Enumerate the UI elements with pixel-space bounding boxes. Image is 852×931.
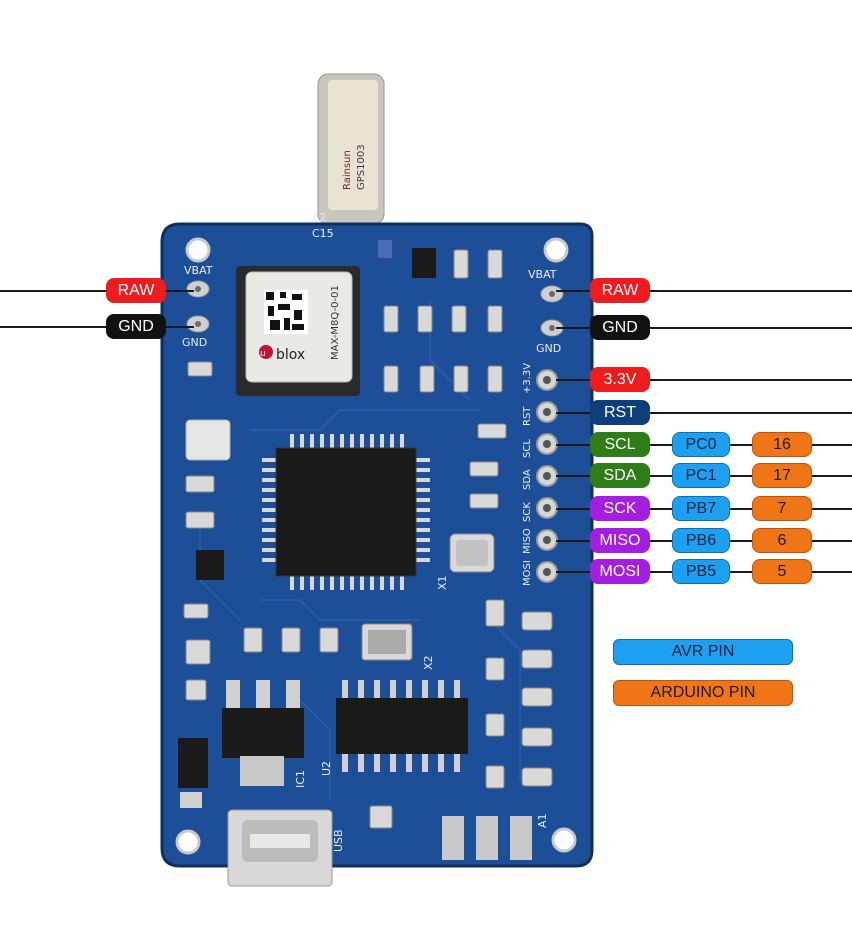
wire-left-raw [0, 290, 110, 292]
usb-connector [227, 809, 333, 887]
pressure-sensor [185, 419, 231, 461]
silk-x2: X2 [422, 655, 435, 670]
avr-pin-mosi: PB5 [672, 559, 730, 584]
legend-arduino-pin: ARDUINO PIN [613, 680, 793, 706]
silk-gnd-right: GND [536, 342, 561, 355]
right-pin-sck-label: SCK [590, 496, 650, 521]
silk-header-label: MOSI [522, 560, 533, 586]
wire-right-3v3 [556, 379, 852, 381]
module-brand: blox [276, 347, 305, 363]
arduino-pin-sda: 17 [752, 463, 812, 488]
antenna-text-1: Rainsun [342, 150, 353, 190]
arduino-pin-scl: 16 [752, 432, 812, 457]
silk-usb: USB [332, 829, 345, 852]
module-text: MAX-M8Q-0-01 [330, 285, 341, 360]
right-pin-mosi-label: MOSI [590, 559, 650, 584]
silk-header-label: SCK [522, 502, 533, 522]
silk-header-label: RST [522, 406, 533, 426]
svg-text:u: u [260, 349, 266, 359]
avr-pin-sck: PB7 [672, 496, 730, 521]
legend-avr-pin: AVR PIN [613, 639, 793, 665]
silk-a1: A1 [536, 813, 549, 828]
avr-pin-sda: PC1 [672, 463, 730, 488]
silk-vbat-right: VBAT [528, 268, 557, 281]
right-pin-sda-label: SDA [590, 463, 650, 488]
silk-header-label: SCL [522, 439, 533, 458]
silk-x1: X1 [436, 575, 449, 590]
right-pin-raw-label: RAW [590, 278, 650, 303]
silk-a2: A2 [312, 211, 327, 224]
wire-right-raw [556, 290, 852, 292]
right-pin-miso-label: MISO [590, 528, 650, 553]
silk-c15: C15 [312, 227, 334, 240]
right-pin-3v3-label: 3.3V [590, 367, 650, 392]
avr-pin-miso: PB6 [672, 528, 730, 553]
silk-header-label: MISO [522, 528, 533, 554]
antenna-text-2: GPS1003 [356, 144, 367, 190]
avr-pin-scl: PC0 [672, 432, 730, 457]
silk-header-label: +3.3V [522, 363, 533, 394]
mcu-chip [262, 434, 430, 590]
wire-left-gnd-2 [162, 326, 194, 328]
wire-right-gnd [556, 327, 852, 329]
silk-ic1: IC1 [294, 770, 307, 788]
silk-vbat-left: VBAT [184, 264, 213, 277]
wire-right-rst [556, 412, 852, 414]
silk-u2: U2 [320, 761, 333, 776]
arduino-pin-mosi: 5 [752, 559, 812, 584]
left-pin-gnd-label: GND [106, 314, 166, 339]
gps-antenna: Rainsun GPS1003 [317, 73, 385, 225]
wire-left-raw-2 [162, 290, 194, 292]
arduino-pin-miso: 6 [752, 528, 812, 553]
voltage-regulator [222, 680, 304, 786]
right-pin-scl-label: SCL [590, 432, 650, 457]
usb-chip [336, 680, 468, 772]
silk-header-label: SDA [522, 469, 533, 490]
wire-left-gnd [0, 326, 110, 328]
silk-gnd-left: GND [182, 336, 207, 349]
arduino-pin-sck: 7 [752, 496, 812, 521]
right-pin-rst-label: RST [590, 400, 650, 425]
right-pin-gnd-label: GND [590, 315, 650, 340]
left-pin-raw-label: RAW [106, 278, 166, 303]
gps-module: u blox MAX-M8Q-0-01 [236, 266, 360, 396]
